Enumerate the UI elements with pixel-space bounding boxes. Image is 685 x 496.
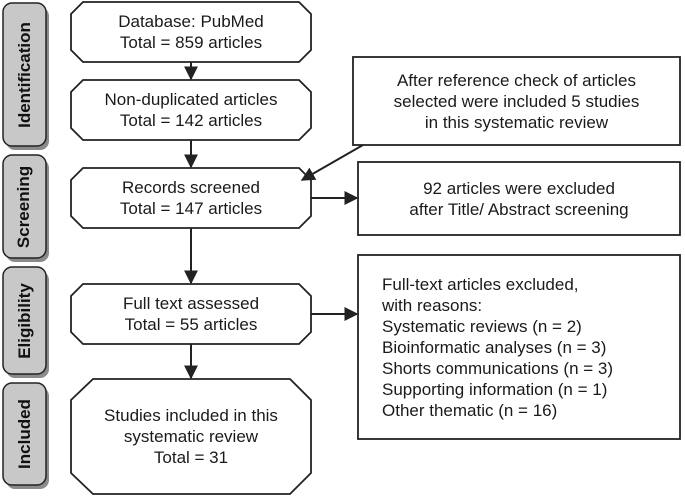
studies-included-box-line: Total = 31 (153, 448, 229, 467)
excluded-fulltext-box-shape (357, 254, 681, 440)
excluded-title-box-line: 92 articles were excluded (423, 178, 615, 198)
reference-check-box-line: selected were included 5 studies (393, 91, 640, 111)
non-duplicated-box-line: Total = 142 articles (119, 111, 263, 130)
database-box-shape (70, 1, 312, 63)
identification-tab (2, 2, 47, 147)
database-box-line: Total = 859 articles (119, 33, 263, 52)
full-text-assessed-box-line: Total = 55 articles (124, 315, 258, 334)
side-boxes (352, 56, 681, 440)
excluded-title-box-shape (357, 161, 681, 236)
studies-included-box-line: systematic review (123, 427, 259, 446)
stage-tabs (2, 2, 49, 489)
database-box-line: Database: PubMed (118, 12, 264, 31)
excluded-fulltext-box-line: with reasons: (382, 295, 483, 315)
eligibility-tab (2, 266, 47, 375)
exclusion-reason: Shorts communications (n = 3) (382, 358, 614, 378)
reference-check-box-shape (352, 56, 681, 146)
main-boxes (70, 1, 312, 495)
excluded-title-box-line: after Title/ Abstract screening (409, 199, 629, 219)
full-text-box-shape (70, 283, 312, 345)
excluded-title-box: 92 articles were excluded after Title/ A… (358, 162, 680, 235)
eligibility-stage-text: Eligibility (14, 282, 34, 359)
non-duplicated-box: Non-duplicated articles Total = 142 arti… (71, 80, 311, 140)
screening-tab (2, 154, 47, 259)
records-screened-box: Records screened Total = 147 articles (71, 168, 311, 228)
reference-check-box-line: in this systematic review (424, 112, 609, 132)
records-screened-box-line: Records screened (122, 178, 260, 197)
exclusion-reason: Bioinformatic analyses (n = 3) (382, 337, 607, 357)
full-text-assessed-box-line: Full text assessed (122, 294, 260, 313)
reference-check-box-line: After reference check of articles (396, 70, 637, 90)
non-duplicated-box-shape (70, 79, 312, 141)
included-stage-label: Included (3, 383, 46, 485)
studies-included-box: Studies included in this systematic revi… (71, 379, 311, 494)
reference-check-box: After reference check of articles select… (353, 57, 680, 145)
full-text-assessed-box: Full text assessed Total = 55 articles (71, 284, 311, 344)
included-stage-text: Included (14, 399, 34, 469)
included-box-shape (70, 378, 312, 495)
screening-stage-text: Screening (14, 165, 34, 248)
excluded-fulltext-box-line: Full-text articles excluded, (382, 274, 579, 294)
eligibility-stage-label: Eligibility (3, 267, 46, 374)
connectors (184, 62, 364, 380)
identification-stage-text: Identification (14, 21, 34, 128)
database-box: Database: PubMed Total = 859 articles (71, 2, 311, 62)
excluded-fulltext-box: Full-text articles excluded, with reason… (382, 255, 674, 439)
included-tab (2, 382, 47, 486)
exclusion-reason: Systematic reviews (n = 2) (382, 316, 582, 336)
studies-included-box-line: Studies included in this (104, 406, 278, 425)
arrow-reference-to-screened (300, 144, 364, 181)
identification-stage-label: Identification (3, 3, 46, 146)
exclusion-reason: Other thematic (n = 16) (382, 400, 558, 420)
screening-stage-label: Screening (3, 155, 46, 258)
records-screened-box-line: Total = 147 articles (119, 199, 263, 218)
non-duplicated-box-line: Non-duplicated articles (104, 90, 278, 109)
exclusion-reason: Supporting information (n = 1) (382, 379, 608, 399)
